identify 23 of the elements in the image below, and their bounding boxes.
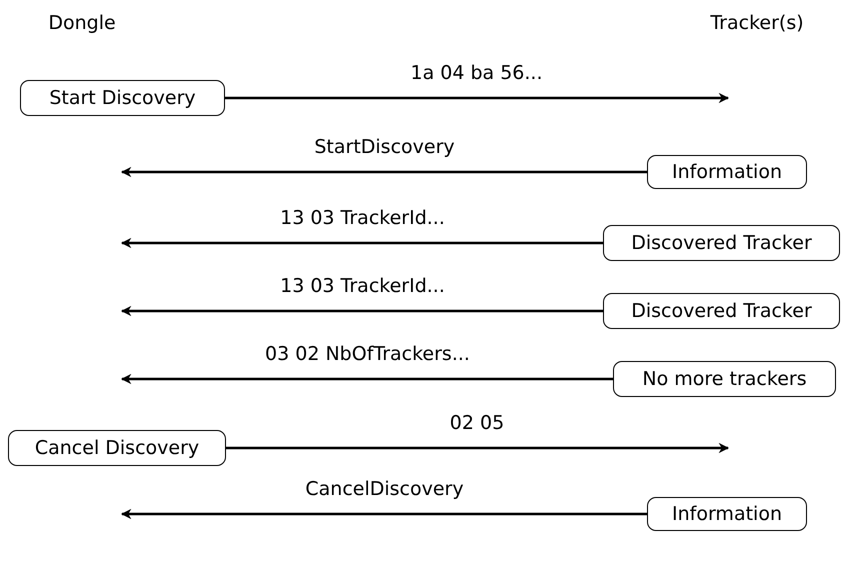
message-box: Discovered Tracker: [603, 225, 840, 261]
message-box: Start Discovery: [20, 80, 225, 116]
edge-label: 02 05: [450, 412, 504, 434]
arrow: [226, 442, 730, 454]
arrow: [120, 374, 613, 384]
message-box: Information: [647, 155, 807, 189]
arrow: [120, 238, 603, 248]
message-box: Cancel Discovery: [8, 430, 226, 466]
edge-label: 03 02 NbOfTrackers...: [265, 343, 470, 365]
edge-label: StartDiscovery: [314, 136, 455, 158]
lifeline-heading: Tracker(s): [710, 12, 804, 34]
message-box: Information: [647, 497, 807, 531]
message-box: No more trackers: [613, 361, 836, 397]
arrow: [120, 306, 603, 316]
edge-label: 13 03 TrackerId...: [280, 207, 445, 229]
edge-label: 13 03 TrackerId...: [280, 275, 445, 297]
edge-label: 1a 04 ba 56...: [410, 62, 543, 84]
arrow: [120, 508, 647, 520]
message-box: Discovered Tracker: [603, 293, 840, 329]
lifeline-heading: Dongle: [48, 12, 116, 34]
arrow: [225, 92, 730, 104]
arrow: [120, 166, 647, 178]
edge-label: CancelDiscovery: [305, 478, 464, 500]
